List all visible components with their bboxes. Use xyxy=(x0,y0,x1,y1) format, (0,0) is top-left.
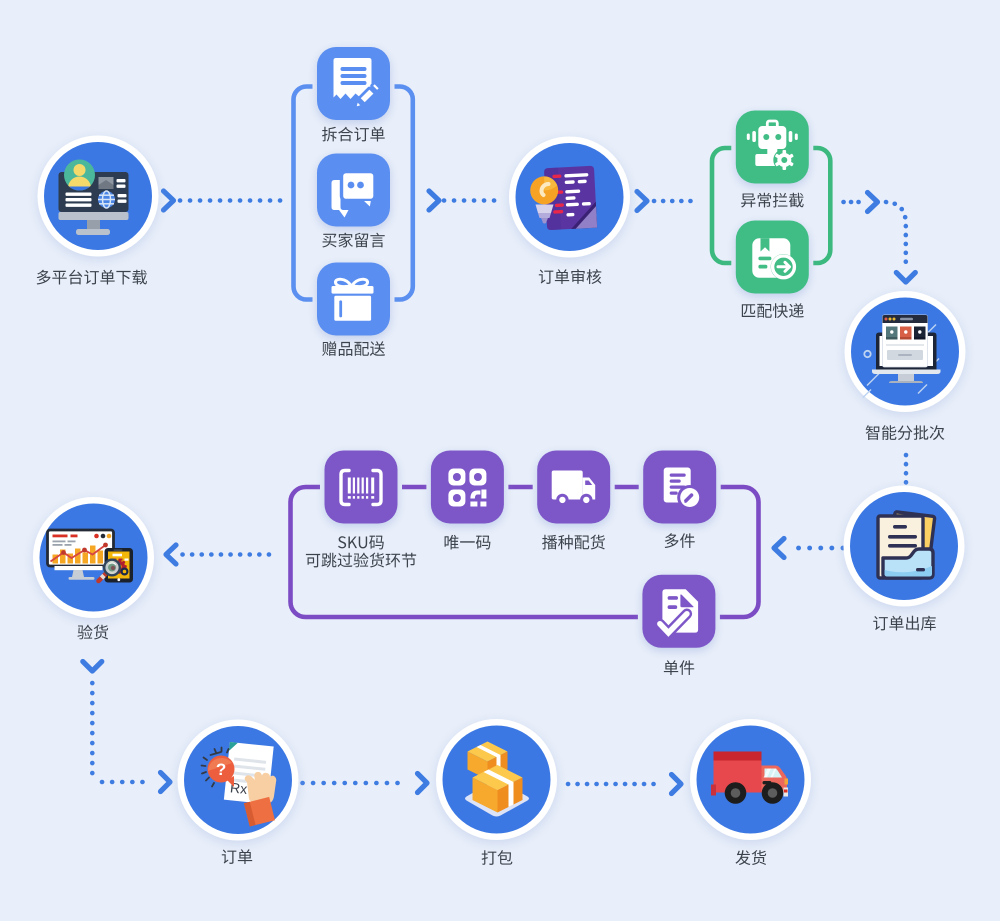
svg-text:Rx: Rx xyxy=(229,779,248,797)
svg-text:?: ? xyxy=(216,760,226,779)
